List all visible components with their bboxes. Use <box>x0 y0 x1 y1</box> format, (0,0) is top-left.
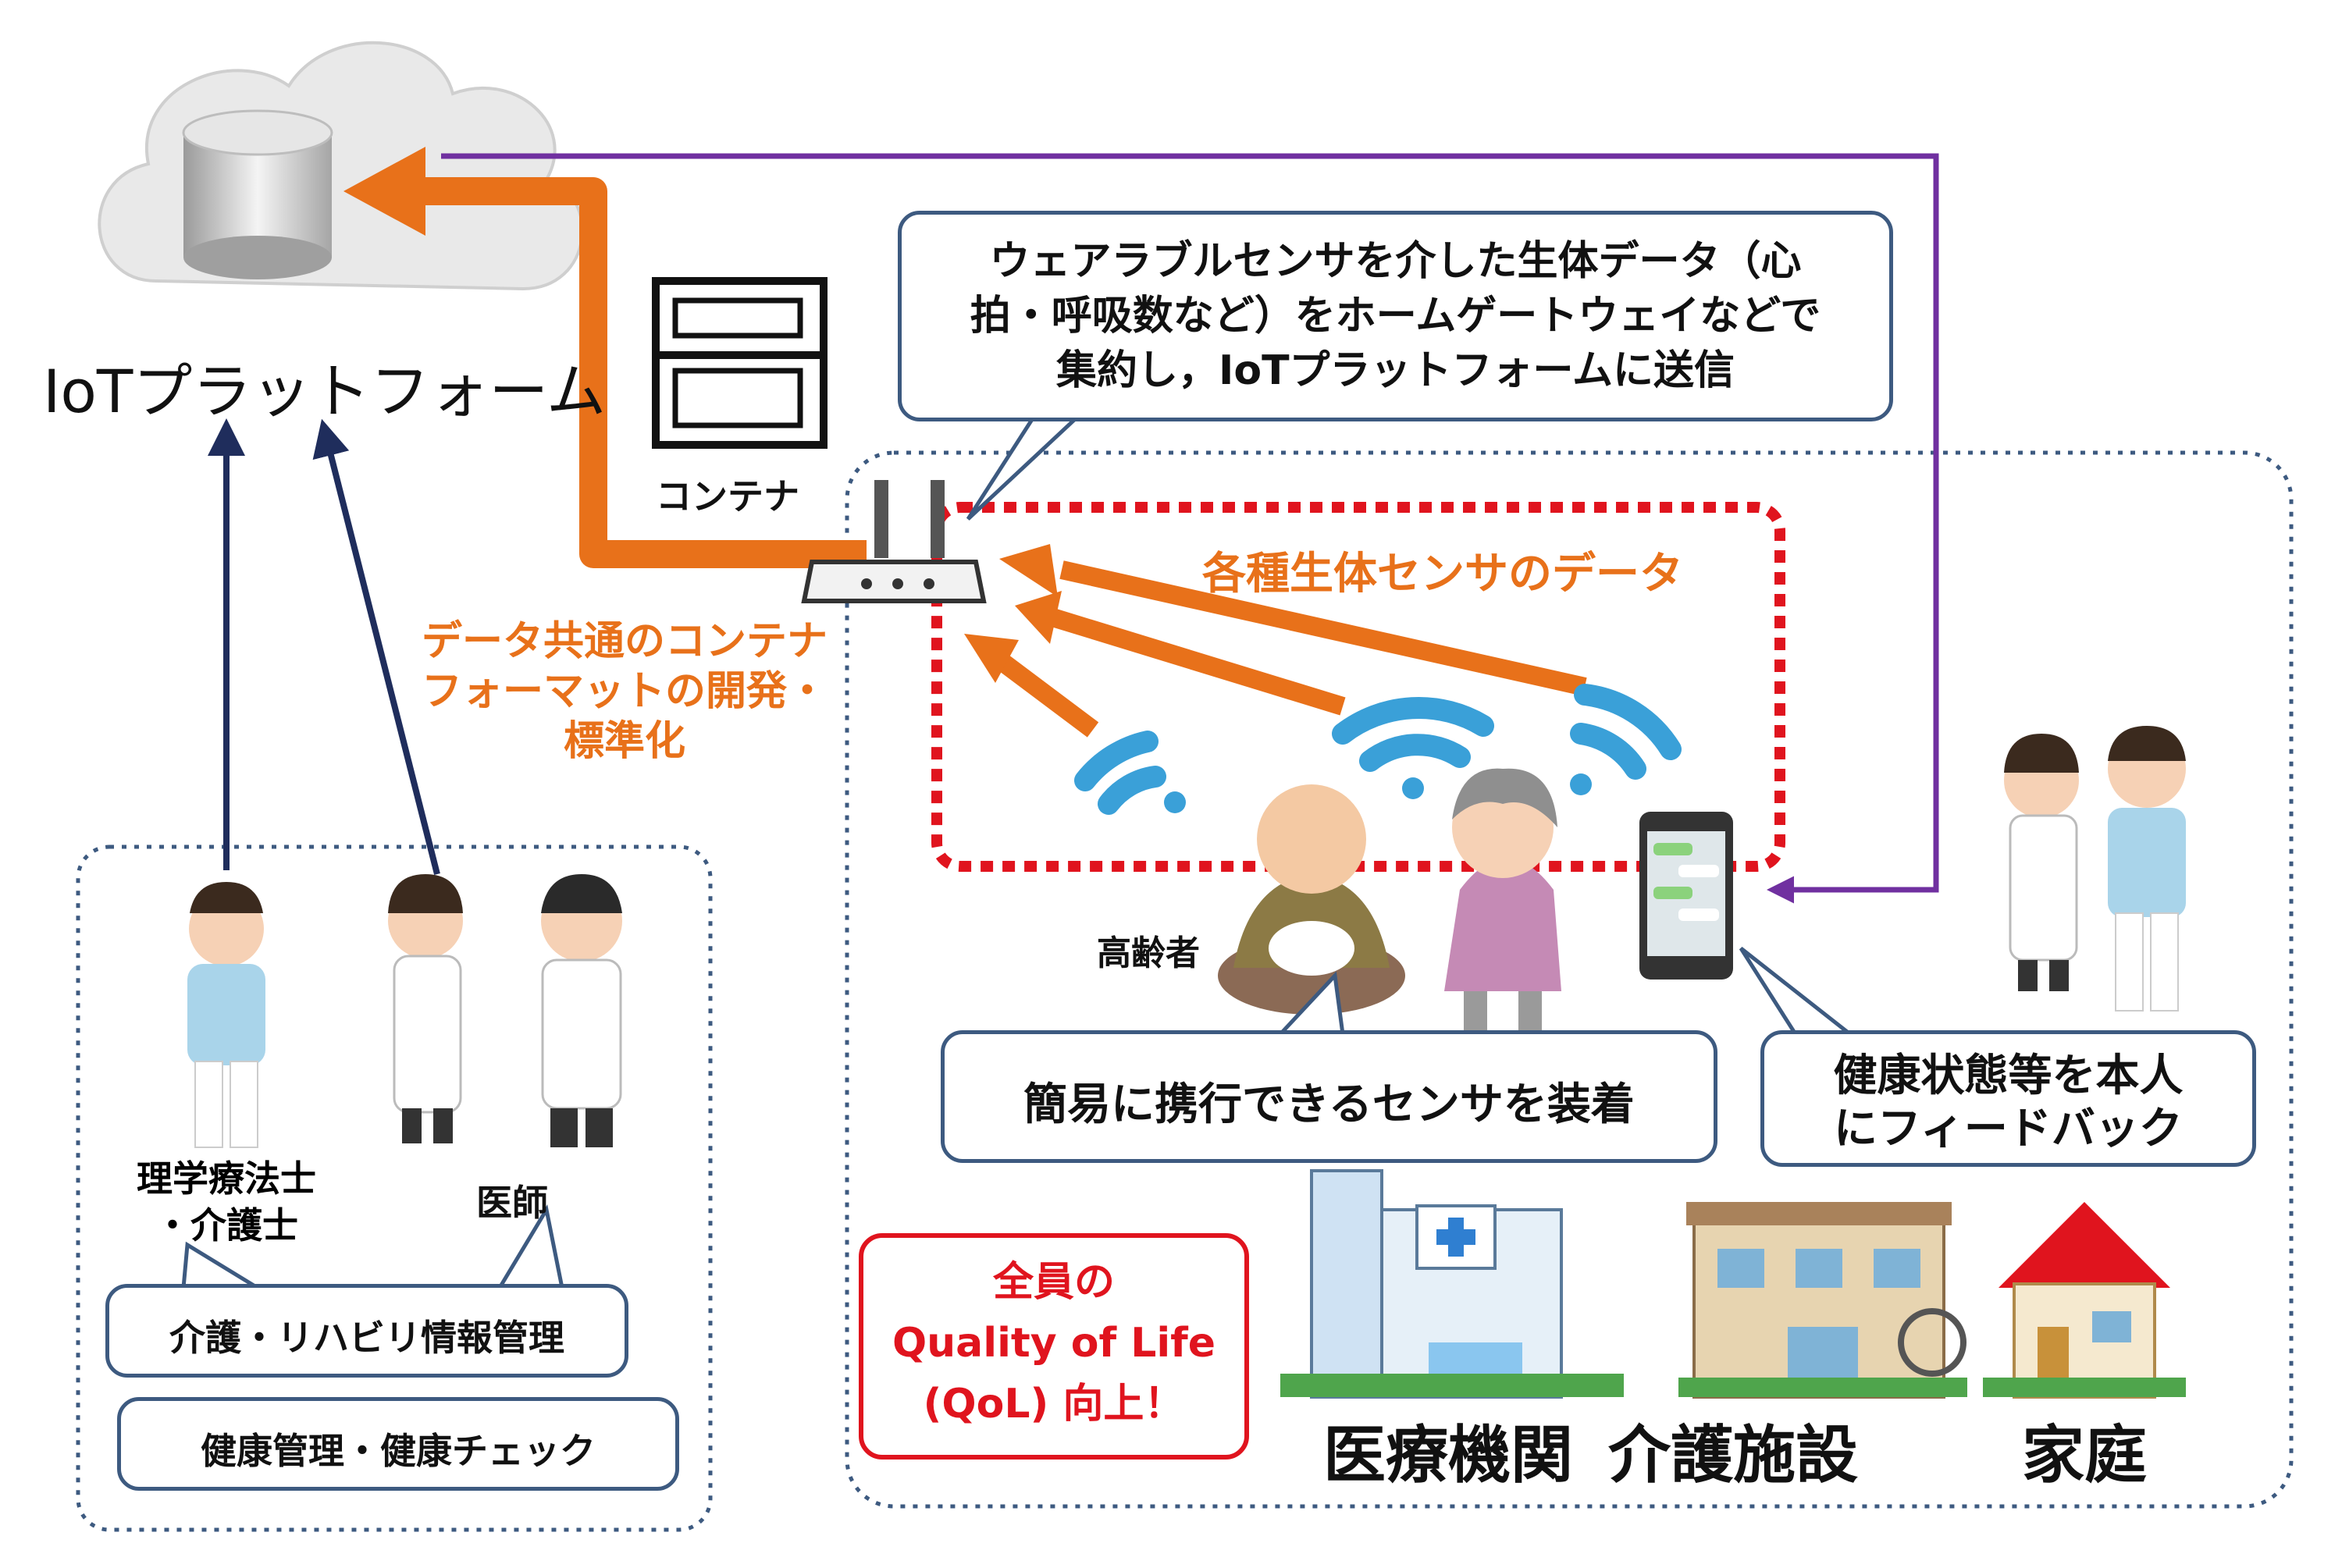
doctor-to-platform-arrow <box>312 418 440 875</box>
gateway-callout: ウェアラブルセンサを介した生体データ（心 拍・呼吸数など）をホームゲートウェイな… <box>898 211 1893 421</box>
feedback-callout-tail <box>1739 947 1856 1036</box>
gateway-callout-line-2: 拍・呼吸数など）をホームゲートウェイなどで <box>970 293 1821 340</box>
right-doctor-illustration <box>2004 734 2079 991</box>
female-doctor-illustration <box>388 874 463 1143</box>
elderly-label: 高齢者 <box>1097 933 1200 973</box>
pt-caregiver-line-2: ・介護士 <box>155 1204 298 1246</box>
feedback-callout: 健康状態等を本人 にフィードバック <box>1760 1030 2256 1167</box>
data-format-line-1: データ共通のコンテナ <box>421 618 828 665</box>
elderly-woman-illustration <box>1444 768 1561 1061</box>
sensor-callout-text: 簡易に携行できるセンサを装着 <box>1023 1079 1635 1130</box>
therapist-illustration <box>187 882 265 1148</box>
data-format-line-2: フォーマットの開発・ <box>421 668 828 715</box>
care-info-callout: 介護・リハビリ情報管理 <box>105 1284 628 1378</box>
gateway-callout-line-1: ウェアラブルセンサを介した生体データ（心 <box>989 238 1802 285</box>
upload-arrowhead <box>343 147 425 236</box>
home-label: 家庭 <box>2022 1419 2147 1492</box>
qol-box: 全員の Quality of Life (QoL) 向上！ <box>859 1233 1249 1460</box>
doctor-label: 医師 <box>476 1182 548 1224</box>
wifi-icon-3 <box>1570 684 1682 795</box>
iot-platform-label: IoTプラットフォーム <box>43 357 607 426</box>
container-label: コンテナ <box>656 475 799 517</box>
wifi-icon-2 <box>1332 697 1494 799</box>
container-icon <box>652 277 828 449</box>
smartphone-icon <box>1639 812 1733 980</box>
sensor-callout: 簡易に携行できるセンサを装着 <box>941 1030 1717 1163</box>
male-doctor-illustration <box>541 874 622 1147</box>
medical-institution-label: 医療機関 <box>1323 1419 1573 1492</box>
router-icon <box>801 480 987 603</box>
database-icon <box>182 109 333 279</box>
health-callout-text: 健康管理・健康チェック <box>201 1430 596 1472</box>
feedback-callout-line-1: 健康状態等を本人 <box>1833 1051 2184 1101</box>
care-facility-label: 介護施設 <box>1608 1419 1858 1492</box>
cloud-icon <box>98 41 584 291</box>
gateway-callout-line-3: 集約し，IoTプラットフォームに送信 <box>1056 347 1735 394</box>
qol-line-2: Quality of Life <box>892 1320 1216 1367</box>
upload-arrow <box>406 177 867 568</box>
care-info-callout-tail <box>181 1241 265 1290</box>
patient-environment-frame <box>845 450 2294 1509</box>
feedback-callout-line-2: にフィードバック <box>1834 1104 2183 1154</box>
data-format-label: データ共通のコンテナ フォーマットの開発・ 標準化 <box>383 617 867 766</box>
house-illustration <box>1983 1202 2186 1399</box>
health-callout: 健康管理・健康チェック <box>117 1397 679 1491</box>
wifi-icon-1 <box>1074 731 1186 815</box>
pt-caregiver-line-1: 理学療法士 <box>137 1157 316 1200</box>
care-info-callout-text: 介護・リハビリ情報管理 <box>169 1317 564 1359</box>
qol-line-3: (QoL) 向上！ <box>923 1381 1185 1428</box>
sensor-data-label: 各種生体センサのデータ <box>1202 549 1683 599</box>
hospital-illustration <box>1280 1169 1624 1399</box>
data-format-line-3: 標準化 <box>563 718 685 765</box>
elderly-man-illustration <box>1218 784 1405 1015</box>
right-therapist-illustration <box>2108 726 2186 1012</box>
care-facility-illustration <box>1678 1202 1967 1399</box>
sensor-arrows <box>993 560 1587 738</box>
qol-line-1: 全員の <box>992 1259 1115 1306</box>
pt-caregiver-label: 理学療法士 ・介護士 <box>98 1155 355 1249</box>
feedback-arrow <box>441 153 1939 904</box>
